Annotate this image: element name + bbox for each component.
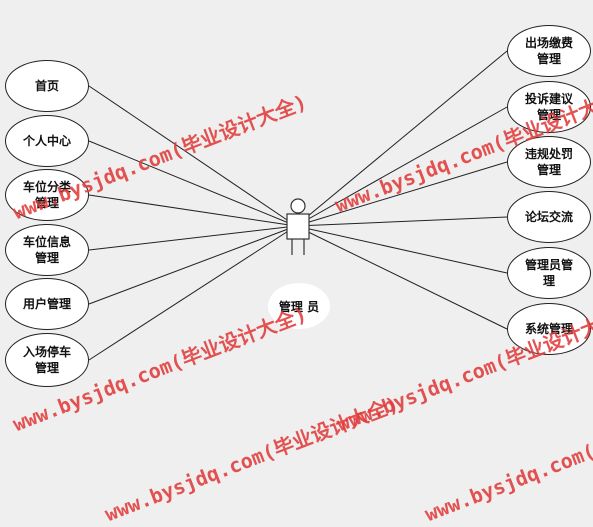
association-line: [88, 225, 297, 251]
usecase-label: 投诉建议管理: [524, 92, 573, 122]
usecase-spot-info[interactable]: 车位信息管理: [5, 224, 89, 276]
usecase-personal-center[interactable]: 个人中心: [5, 115, 89, 167]
usecase-spot-category[interactable]: 车位分类管理: [5, 169, 89, 221]
use-case-diagram: 管理 员 首页 个人中心 车位分类管理 车位信息管理 用户管理 入场停车管理 出…: [5, 25, 593, 526]
usecase-home[interactable]: 首页: [5, 60, 89, 112]
usecase-label: 个人中心: [22, 134, 71, 148]
usecase-label: 车位信息管理: [22, 235, 71, 265]
usecase-label: 论坛交流: [524, 210, 573, 224]
usecase-label: 违规处罚管理: [524, 147, 573, 177]
association-lines: [88, 50, 508, 361]
usecase-exit-payment[interactable]: 出场缴费管理: [507, 25, 591, 77]
usecase-label: 用户管理: [22, 297, 71, 311]
usecase-system-management[interactable]: 系统管理: [507, 303, 591, 355]
association-line: [295, 106, 508, 227]
association-line: [295, 50, 508, 227]
usecase-label: 系统管理: [524, 322, 573, 336]
association-line: [88, 140, 297, 227]
usecase-user-management[interactable]: 用户管理: [5, 278, 89, 330]
usecase-entry-parking[interactable]: 入场停车管理: [5, 333, 89, 387]
usecase-label: 出场缴费管理: [524, 36, 573, 66]
actor-label: 管理 员: [268, 283, 330, 329]
usecase-complaints[interactable]: 投诉建议管理: [507, 81, 591, 133]
association-line: [88, 85, 297, 227]
association-line: [295, 216, 508, 227]
association-line: [295, 225, 508, 330]
usecase-label: 车位分类管理: [22, 180, 71, 210]
actor-icon: [286, 198, 310, 255]
usecase-label: 管理员管理: [524, 258, 573, 288]
association-line: [295, 161, 508, 227]
usecase-label: 入场停车管理: [22, 345, 71, 375]
association-line: [88, 194, 297, 227]
association-line: [88, 225, 297, 305]
usecase-label: 首页: [34, 79, 59, 93]
association-line: [88, 225, 297, 361]
usecase-forum[interactable]: 论坛交流: [507, 191, 591, 243]
association-line: [295, 225, 508, 274]
usecase-violation-penalty[interactable]: 违规处罚管理: [507, 136, 591, 188]
usecase-admin-management[interactable]: 管理员管理: [507, 247, 591, 299]
